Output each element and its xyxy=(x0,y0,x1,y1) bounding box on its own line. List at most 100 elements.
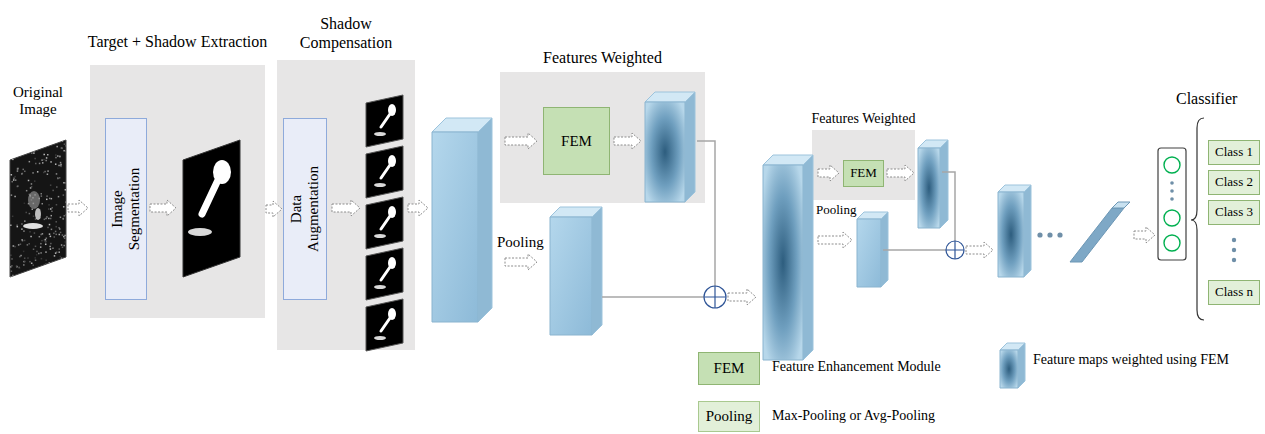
sar-noise xyxy=(40,243,42,245)
sar-noise xyxy=(41,195,43,197)
sar-noise xyxy=(63,245,64,247)
flow-arrow xyxy=(887,165,914,181)
weighted-feature-map xyxy=(918,148,940,228)
legend-text: Feature maps weighted using FEM xyxy=(1033,352,1229,368)
weighted-feature-map xyxy=(940,140,948,228)
legend-swatch: Pooling xyxy=(698,401,760,432)
process-box: Data Augmentation xyxy=(283,118,327,300)
sar-noise xyxy=(17,169,19,171)
sum-wire xyxy=(883,249,946,251)
panel-heading: Shadow Compensation xyxy=(277,15,415,52)
ellipsis-dot xyxy=(1232,258,1236,262)
ellipsis-dot xyxy=(1170,181,1174,185)
class-box: Class n xyxy=(1208,280,1260,305)
feature-map xyxy=(478,118,492,322)
sar-noise xyxy=(44,239,46,241)
sar-noise xyxy=(17,226,19,228)
sar-noise xyxy=(22,173,24,175)
sar-noise xyxy=(33,215,35,217)
panel-ground xyxy=(500,72,705,203)
panel-heading: Features Weighted xyxy=(483,49,723,67)
sar-noise xyxy=(50,218,52,220)
sar-noise xyxy=(60,262,62,264)
sar-noise xyxy=(59,155,61,157)
flow-arrow xyxy=(68,200,88,216)
sar-noise xyxy=(63,194,65,196)
sar-noise xyxy=(48,208,50,210)
sar-noise xyxy=(19,267,21,269)
stage-panel: Shadow CompensationData Augmentation xyxy=(277,60,415,350)
sar-noise xyxy=(48,218,50,220)
node-text: Class n xyxy=(1215,285,1253,299)
sar-noise xyxy=(44,219,46,221)
sar-noise xyxy=(17,186,19,188)
feature-map xyxy=(432,132,478,322)
sar-noise xyxy=(24,171,26,173)
sar-noise xyxy=(39,163,41,165)
feature-map xyxy=(803,155,813,360)
target-mask xyxy=(381,216,390,229)
sar-noise xyxy=(11,194,13,196)
sar-noise xyxy=(45,244,47,246)
sar-noise xyxy=(46,157,48,159)
legend-swatch: FEM xyxy=(698,352,760,385)
sar-noise xyxy=(13,177,15,179)
flow-arrow xyxy=(614,133,641,149)
image-label: Original Image xyxy=(0,84,76,119)
sar-noise xyxy=(25,212,27,214)
sar-noise xyxy=(23,264,25,266)
sar-noise xyxy=(31,153,33,155)
sar-noise xyxy=(59,248,61,250)
flow-arrow xyxy=(505,254,537,270)
ellipsis-dot xyxy=(1170,197,1174,201)
sar-noise xyxy=(10,225,12,227)
sar-noise xyxy=(11,270,13,272)
sar-noise xyxy=(28,141,30,143)
sar-noise xyxy=(36,254,38,256)
sar-noise xyxy=(33,264,35,266)
sar-noise xyxy=(38,253,40,255)
sar-noise xyxy=(17,170,19,172)
sar-noise xyxy=(45,218,47,220)
sar-noise xyxy=(55,252,57,254)
sar-noise xyxy=(60,162,62,164)
sar-noise xyxy=(64,241,66,243)
sar-noise xyxy=(20,255,22,257)
sar-noise xyxy=(52,190,54,192)
sar-noise xyxy=(47,227,49,229)
panel-ground xyxy=(90,65,265,318)
bracket xyxy=(1191,118,1204,320)
sar-noise xyxy=(21,144,23,146)
sar-noise xyxy=(45,160,47,162)
panel-heading: Target + Shadow Extraction xyxy=(58,33,298,51)
sar-noise xyxy=(23,261,25,263)
sar-noise xyxy=(54,255,56,257)
sar-noise xyxy=(27,257,29,259)
legend-text: Feature Enhancement Module xyxy=(772,359,941,375)
sar-noise xyxy=(56,146,58,148)
sar-noise xyxy=(61,148,63,150)
stage-panel: Target + Shadow ExtractionImage Segmenta… xyxy=(90,65,265,318)
augmented-image xyxy=(366,299,403,351)
output-vector xyxy=(1158,148,1186,260)
sar-noise xyxy=(62,140,64,142)
ellipsis-dot xyxy=(1047,232,1052,237)
sar-noise xyxy=(60,217,62,219)
feature-map xyxy=(1024,185,1031,277)
target-mask xyxy=(381,267,390,280)
sar-noise xyxy=(22,240,24,242)
sar-noise xyxy=(19,147,21,149)
sar-noise xyxy=(26,190,28,192)
panel-ground xyxy=(812,130,915,200)
sar-noise xyxy=(35,259,37,261)
augmented-image xyxy=(366,95,403,147)
legend-swatch-text: FEM xyxy=(714,360,745,377)
pooled-feature-map xyxy=(857,219,881,287)
flow-arrow xyxy=(966,242,993,258)
sar-noise xyxy=(49,233,51,235)
ellipsis-dot xyxy=(1037,232,1042,237)
sar-noise xyxy=(64,143,66,145)
node-text: Features Weighted xyxy=(483,49,723,67)
sar-noise xyxy=(66,150,68,152)
sar-noise xyxy=(14,276,16,278)
